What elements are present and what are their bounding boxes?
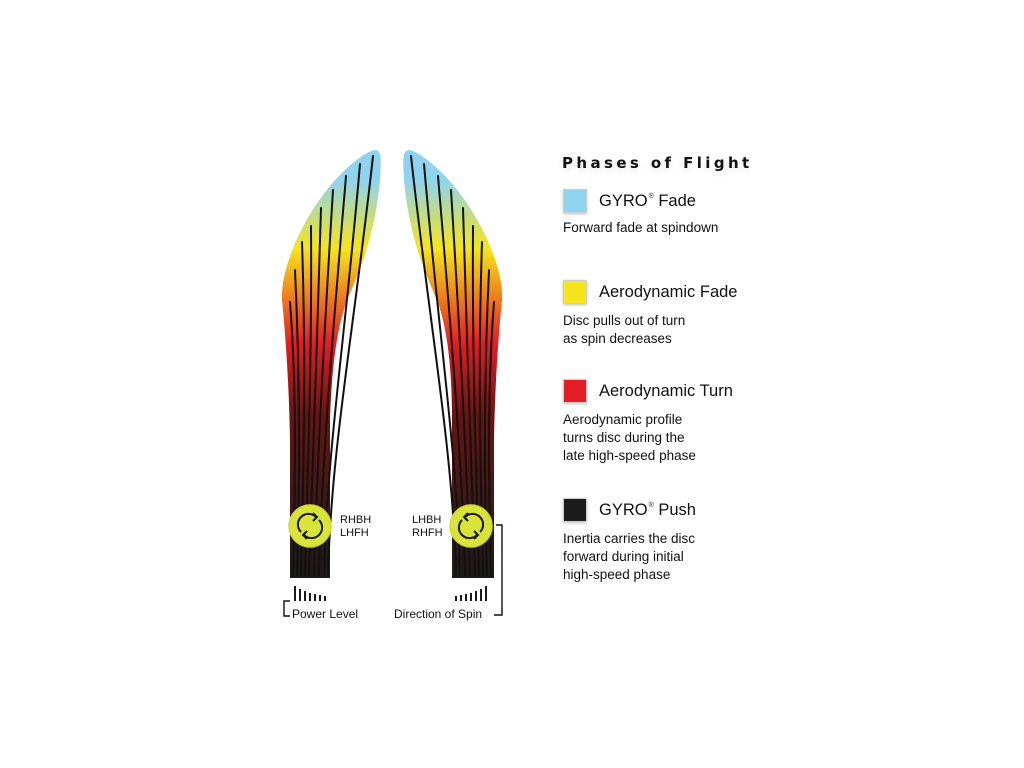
aerodynamic-fade-label: Aerodynamic Fade — [599, 283, 738, 301]
gyro-fade-description: Forward fade at spindown — [563, 220, 719, 235]
gyro-push-description: Inertia carries the disc forward during … — [563, 531, 696, 582]
spin-direction-bracket — [494, 524, 503, 616]
aerodynamic-fade-description: Disc pulls out of turn as spin decreases — [563, 313, 686, 346]
spin-direction-bars-icon — [455, 586, 487, 601]
left-spin-arrows-icon — [296, 512, 324, 540]
left-flight-path: RHBH LHFH Power Level — [281, 150, 381, 621]
phases-of-flight-title: Phases of Flight — [562, 154, 753, 172]
left-spin-marker — [288, 504, 332, 548]
aerodynamic-turn-swatch — [563, 379, 587, 403]
left-throw-label-1: RHBH — [340, 514, 371, 526]
right-flight-path: LHBH RHFH Direction of Spin — [394, 150, 503, 621]
right-spin-marker — [449, 504, 493, 548]
power-level-bracket — [283, 600, 290, 617]
gyro-fade-label: GYRO® Fade — [599, 192, 696, 210]
right-spin-arrows-icon — [457, 512, 485, 540]
aerodynamic-fade-swatch — [563, 280, 587, 304]
power-level-label: Power Level — [292, 607, 358, 621]
aerodynamic-turn-description: Aerodynamic profile turns disc during th… — [563, 412, 696, 463]
gyro-push-label: GYRO® Push — [599, 501, 696, 519]
right-throw-label-1: LHBH — [412, 514, 441, 526]
power-level-bars-icon — [294, 586, 326, 601]
aerodynamic-turn-label: Aerodynamic Turn — [599, 382, 733, 400]
right-throw-label-2: RHFH — [412, 527, 443, 539]
spin-direction-label: Direction of Spin — [394, 607, 482, 621]
gyro-fade-swatch — [563, 189, 587, 213]
left-throw-label-2: LHFH — [340, 527, 369, 539]
gyro-push-swatch — [563, 498, 587, 522]
